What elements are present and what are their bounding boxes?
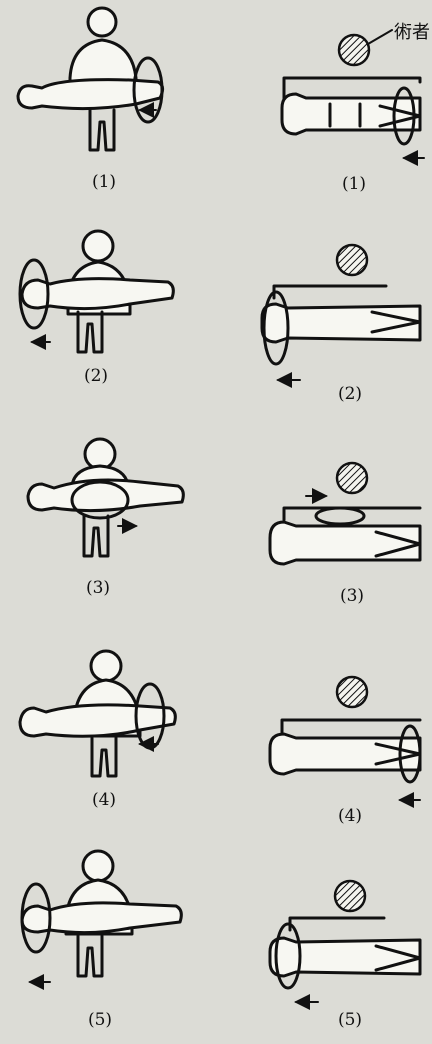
right-label-4: (4) <box>338 806 362 826</box>
right-label-2: (2) <box>338 384 362 404</box>
right-figure-4 <box>270 677 420 800</box>
left-label-1: (1) <box>92 172 116 192</box>
operator-callout: 術者 <box>394 18 430 44</box>
right-figure-5 <box>270 881 420 1002</box>
left-figure-4 <box>20 651 175 776</box>
left-label-3: (3) <box>86 578 110 598</box>
left-figure-5 <box>22 851 181 982</box>
left-label-5: (5) <box>88 1010 112 1030</box>
right-label-3: (3) <box>340 586 364 606</box>
left-figure-2 <box>20 231 173 352</box>
left-label-2: (2) <box>84 366 108 386</box>
left-label-4: (4) <box>92 790 116 810</box>
right-figure-3 <box>270 463 420 564</box>
right-label-1: (1) <box>342 174 366 194</box>
left-figure-1 <box>18 8 163 150</box>
right-label-5: (5) <box>338 1010 362 1030</box>
right-figure-2 <box>262 245 420 380</box>
right-figure-1 <box>282 30 424 158</box>
left-figure-3 <box>28 439 183 556</box>
